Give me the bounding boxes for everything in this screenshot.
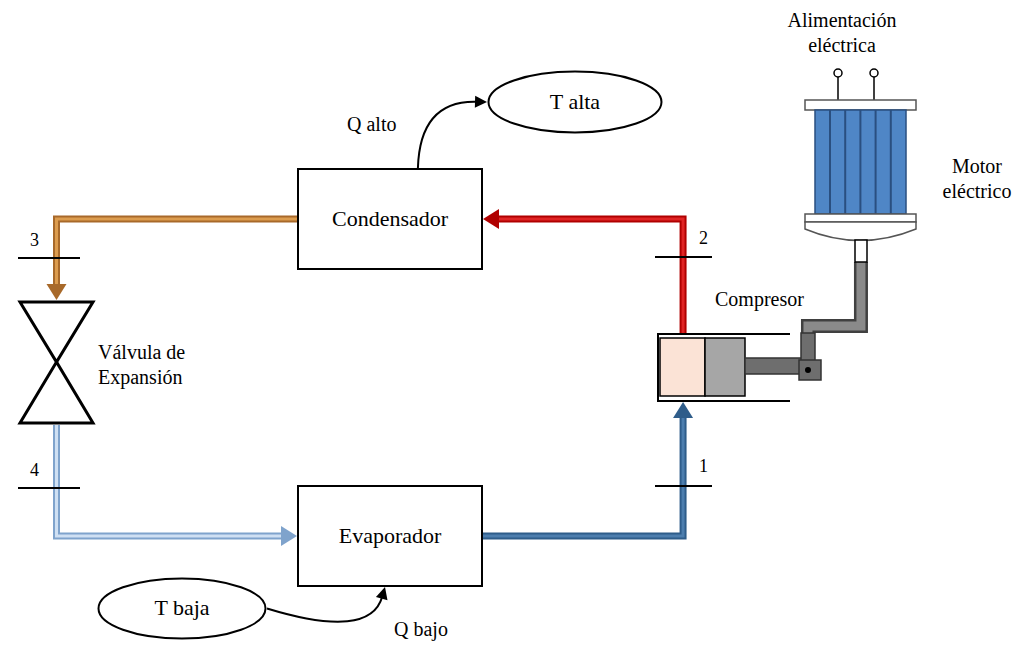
discharge-pipe-part — [483, 209, 499, 229]
compressor-label: Compresor — [715, 287, 804, 312]
node-label: T baja — [154, 595, 209, 621]
station-tick — [18, 487, 80, 489]
compressor-drawing-part — [805, 367, 811, 373]
crank-shaft — [808, 262, 861, 333]
suction-pipe-part — [483, 416, 683, 536]
reservoir-ellipse: T baja — [97, 577, 267, 640]
discharge-pipe-part — [497, 219, 683, 333]
electric-motor-drawing-part — [805, 222, 916, 241]
power-label: Alimentación eléctrica — [767, 8, 917, 58]
electric-motor-drawing-part-part — [829, 110, 831, 214]
expansion-valve-drawing-part — [20, 362, 93, 423]
discharge-pipe-part — [497, 219, 683, 333]
electric-motor: Alimentación eléctricaMotor eléctrico — [803, 62, 918, 262]
electric-motor-drawing-part-part — [859, 110, 861, 214]
electric-motor-drawing-part — [870, 69, 878, 77]
liquid-pipe — [47, 219, 298, 300]
process-box: Evaporador — [297, 485, 483, 587]
compressor-drawing-part — [801, 333, 815, 363]
electric-motor-drawing-part-part — [875, 110, 877, 214]
compressor-drawing-part — [657, 400, 790, 402]
heat-flow-line-part — [267, 597, 382, 622]
valve-label: Válvula de Expansión — [98, 340, 228, 390]
ellipse-outline — [99, 579, 266, 639]
electric-motor-drawing-part-part — [890, 110, 892, 214]
electric-motor-drawing-part — [873, 77, 875, 100]
compressor-drawing-part — [705, 338, 745, 396]
suction-pipe-part — [673, 402, 693, 418]
station-number: 2 — [699, 228, 708, 250]
discharge-pipe — [483, 209, 683, 333]
electric-motor-drawing-part — [805, 100, 916, 110]
suction-pipe-part — [483, 416, 683, 536]
compressor-drawing-part — [660, 338, 705, 396]
edge-label: Q alto — [345, 112, 398, 136]
heat-flow-line-part — [418, 102, 477, 168]
liquid-pipe-part — [57, 219, 298, 286]
electric-motor-drawing-part — [855, 240, 867, 262]
station-tick — [655, 485, 712, 487]
ellipse-outline — [489, 72, 662, 133]
mixture-pipe-part — [57, 425, 284, 536]
reservoir-ellipse: T alta — [487, 70, 663, 134]
electric-motor-drawing — [803, 62, 918, 262]
heat-flow-line-part — [376, 587, 388, 600]
node-label: Condensador — [332, 206, 448, 232]
electric-motor-drawing-part — [815, 110, 906, 214]
electric-motor-drawing-part — [834, 69, 842, 77]
mixture-pipe-part — [57, 425, 284, 536]
compressor: Compresor — [657, 333, 822, 402]
process-box: Condensador — [297, 168, 483, 270]
station-number: 3 — [30, 230, 39, 252]
electric-motor-drawing-part — [830, 110, 891, 214]
expansion-valve-drawing — [18, 300, 95, 425]
mixture-pipe-part — [281, 526, 297, 546]
mixture-pipe — [57, 425, 298, 546]
node-label: Evaporador — [339, 523, 442, 549]
station-tick — [655, 256, 712, 258]
heat-flow-line — [418, 96, 487, 168]
compressor-drawing — [657, 333, 822, 402]
suction-pipe — [483, 402, 693, 536]
liquid-pipe-part — [57, 219, 298, 286]
heat-flow-line-part — [475, 96, 487, 108]
compressor-drawing-part — [657, 333, 659, 402]
motor-label: Motor eléctrico — [931, 154, 1023, 204]
electric-motor-drawing-part — [837, 77, 839, 100]
node-label: T alta — [550, 89, 600, 115]
station-tick — [18, 257, 80, 259]
expansion-valve-drawing-part — [20, 302, 93, 362]
compressor-drawing-part — [745, 358, 802, 374]
crank-shaft-part — [808, 262, 861, 333]
compressor-drawing-part — [657, 333, 790, 335]
station-number: 1 — [699, 456, 708, 478]
liquid-pipe-part — [47, 284, 67, 300]
edge-label: Q bajo — [392, 617, 450, 641]
electric-motor-drawing-part — [805, 214, 916, 222]
crank-shaft-part — [808, 262, 861, 333]
heat-flow-line — [267, 587, 387, 622]
electric-motor-drawing-part-part — [844, 110, 846, 214]
compressor-drawing-part — [799, 360, 821, 380]
station-number: 4 — [30, 460, 39, 482]
expansion-valve: Válvula de Expansión — [18, 300, 95, 425]
